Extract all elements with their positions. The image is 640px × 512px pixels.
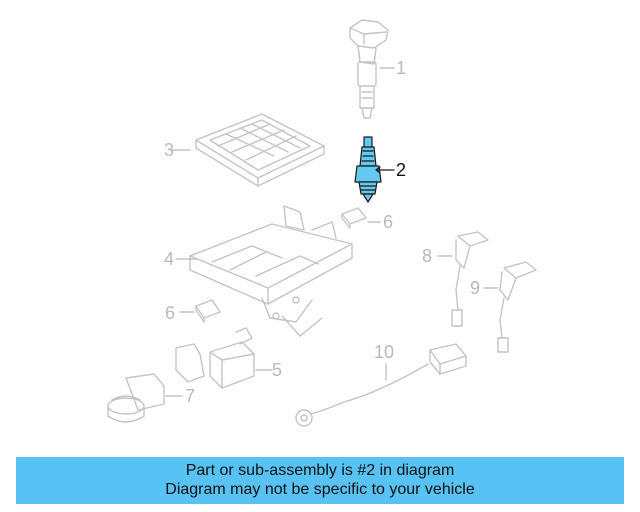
speed-sensor-part-9: [483, 261, 537, 353]
callout-3: 3: [164, 140, 175, 160]
speed-sensor-part-8: [437, 231, 489, 327]
callout-8: 8: [422, 246, 433, 266]
relay-bracket-part: [175, 327, 273, 389]
callout-2: 2: [396, 160, 407, 180]
harness-sensor-part: [295, 343, 467, 427]
info-banner: Part or sub-assembly is #2 in diagram Di…: [16, 457, 624, 504]
callout-9: 9: [470, 278, 481, 298]
spark-plug-part: [354, 136, 395, 203]
parts-diagram: [107, 19, 537, 427]
ignition-coil-part: [349, 19, 395, 119]
mounting-bracket-part: [175, 205, 353, 337]
banner-line-part-number: Part or sub-assembly is #2 in diagram: [185, 462, 455, 479]
callout-6-lower: 6: [165, 303, 176, 323]
callout-5: 5: [272, 360, 283, 380]
pad-part-lower: [179, 299, 221, 323]
callout-1: 1: [396, 58, 407, 78]
banner-line-disclaimer: Diagram may not be specific to your vehi…: [165, 481, 475, 498]
callout-10: 10: [374, 342, 395, 362]
sensor-connector-part: [107, 373, 183, 423]
callout-4: 4: [164, 249, 175, 269]
pad-part-upper: [341, 207, 381, 229]
callout-6-upper: 6: [383, 212, 394, 232]
engine-control-module-part: [169, 113, 325, 187]
callout-7: 7: [185, 386, 196, 406]
